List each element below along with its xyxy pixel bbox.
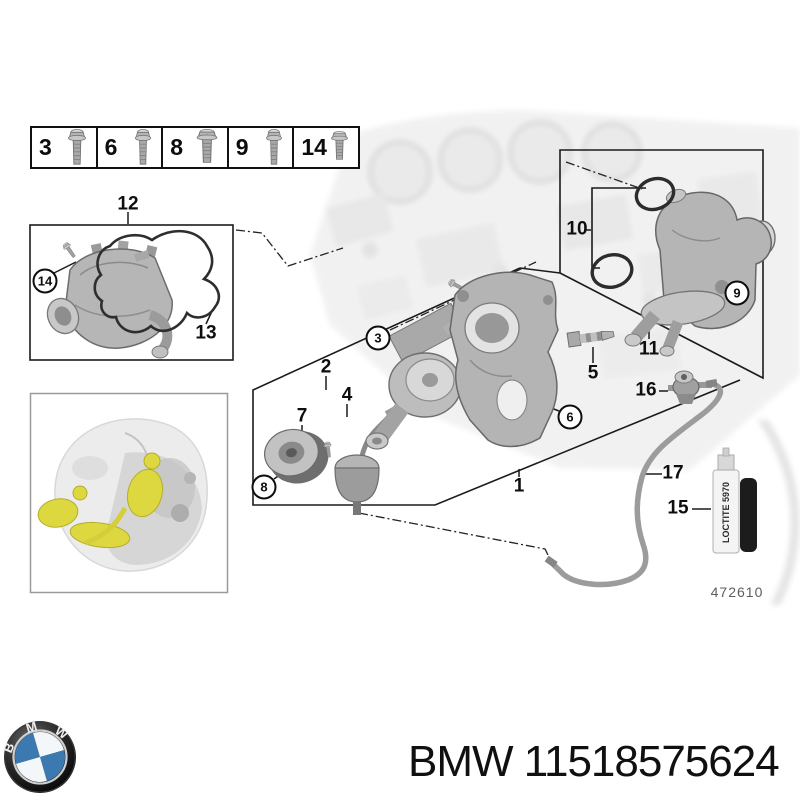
callout-15: 15 xyxy=(667,497,689,519)
pulley-part xyxy=(264,428,329,484)
box-part-10-inner xyxy=(591,187,646,269)
callout-circle-8: 8 xyxy=(251,474,277,500)
box-part-10-11 xyxy=(559,149,764,380)
engine-thumbnail xyxy=(29,392,229,594)
bolt-icon xyxy=(196,128,218,163)
hose-fitting-part xyxy=(566,330,615,348)
box-pump-group xyxy=(252,267,741,506)
diagram-frame-lines xyxy=(29,149,764,506)
fastener-cell-14: 14 xyxy=(294,128,358,167)
callout-10: 10 xyxy=(566,218,588,240)
callout-1: 1 xyxy=(513,475,525,497)
bolt-icon xyxy=(134,128,152,165)
vacuum-hose-part xyxy=(544,379,724,588)
callout-17: 17 xyxy=(662,462,684,484)
fastener-cell-8: 8 xyxy=(163,128,229,167)
ghost-engine-block xyxy=(310,110,800,605)
callout-5: 5 xyxy=(587,362,599,384)
callout-12: 12 xyxy=(117,193,139,215)
fastener-ref: 14 xyxy=(301,134,327,160)
callout-13: 13 xyxy=(195,322,217,344)
callout-circle-14: 14 xyxy=(32,268,58,294)
gasket-part xyxy=(93,229,221,334)
fastener-cell-3: 3 xyxy=(32,128,98,167)
callout-4: 4 xyxy=(341,384,353,406)
part-number-title: BMW 11518575624 xyxy=(408,737,780,787)
bolt-icon xyxy=(67,128,86,165)
callout-2: 2 xyxy=(320,356,332,378)
callout-7: 7 xyxy=(296,405,308,427)
fastener-ref: 6 xyxy=(104,134,118,160)
coolant-pump-part xyxy=(365,277,480,450)
brand-name: BMW xyxy=(408,737,514,786)
callout-11: 11 xyxy=(638,338,660,360)
support-bracket-part xyxy=(449,271,559,448)
fastener-cell-9: 9 xyxy=(229,128,295,167)
fastener-ref: 8 xyxy=(170,134,183,160)
fastener-ref: 9 xyxy=(235,134,249,160)
o-ring-seals-part xyxy=(590,176,676,289)
callout-circle-9: 9 xyxy=(724,280,750,306)
svg-text:M: M xyxy=(24,719,39,736)
fastener-table: 3 6 8 9 14 xyxy=(30,126,360,169)
water-pump-module-part xyxy=(46,240,173,359)
callout-circle-6: 6 xyxy=(557,404,583,430)
drawing-number: 472610 xyxy=(710,584,764,600)
callout-16: 16 xyxy=(635,379,657,401)
sealant-tube-part: LOCTITE 5970 xyxy=(712,447,757,554)
fastener-ref: 3 xyxy=(39,134,52,160)
sealant-label-text: LOCTITE 5970 xyxy=(721,482,731,543)
bmw-roundel-quadrants xyxy=(15,732,65,782)
callout-circle-3: 3 xyxy=(365,325,391,351)
box-part-12 xyxy=(29,224,234,361)
bmw-logo: B M W xyxy=(2,719,76,793)
vacuum-valve-part xyxy=(668,370,712,404)
bolt-icon xyxy=(330,130,349,160)
part-number: 11518575624 xyxy=(523,737,780,786)
bolt-icon xyxy=(266,128,283,165)
fastener-cell-6: 6 xyxy=(98,128,164,167)
highlighted-parts xyxy=(37,452,164,549)
